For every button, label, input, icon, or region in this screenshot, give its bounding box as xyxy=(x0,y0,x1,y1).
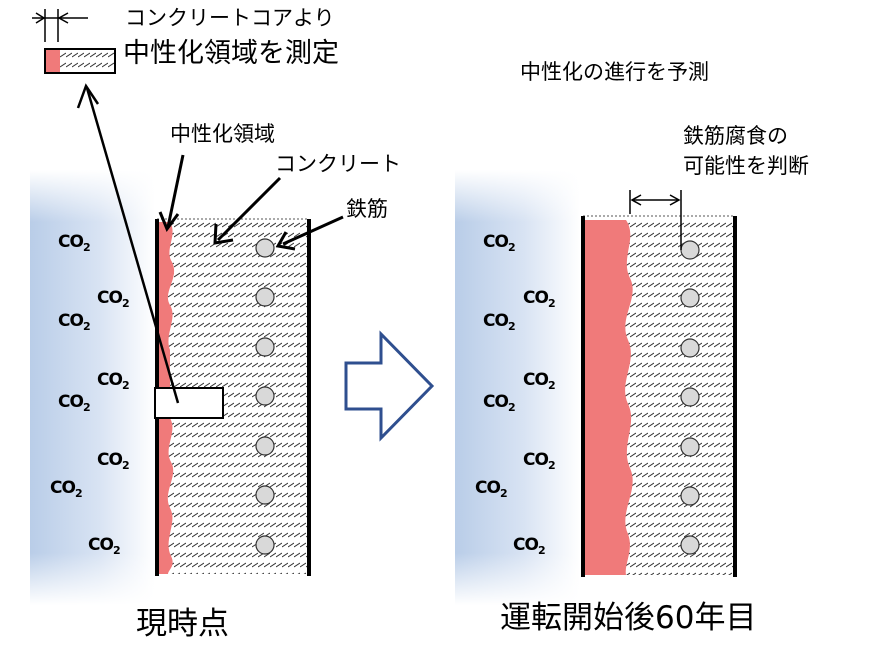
rebar-circle xyxy=(255,238,275,258)
after-60-years-caption: 運転開始後60年目 xyxy=(500,600,757,636)
core-measure-line1: コンクリートコアより xyxy=(125,6,335,30)
neutralized-zone-label: 中性化領域 xyxy=(170,122,275,146)
co2-label: CO2 xyxy=(475,478,508,500)
co2-label: CO2 xyxy=(523,370,556,392)
co2-label: CO2 xyxy=(97,370,130,392)
rebar-circle xyxy=(255,287,275,307)
co2-label: CO2 xyxy=(523,450,556,472)
co2-label: CO2 xyxy=(483,392,516,414)
rebar-circle xyxy=(680,338,700,358)
neutralized-zone-right xyxy=(583,220,633,575)
co2-label: CO2 xyxy=(58,392,91,414)
co2-label: CO2 xyxy=(58,311,91,333)
corrosion-label-line2: 可能性を判断 xyxy=(683,154,809,178)
co2-label: CO2 xyxy=(50,478,83,500)
rebar-circle xyxy=(255,485,275,505)
co2-label: CO2 xyxy=(97,288,130,310)
right-arrow-outline-icon xyxy=(344,330,435,442)
co2-label: CO2 xyxy=(58,232,91,254)
co2-label: CO2 xyxy=(523,288,556,310)
core-measure-line2: 中性化領域を測定 xyxy=(123,38,339,69)
co2-label: CO2 xyxy=(483,232,516,254)
co2-label: CO2 xyxy=(97,450,130,472)
rebar-circle xyxy=(680,535,700,555)
rebars-left xyxy=(255,238,275,555)
label-pointers-left xyxy=(158,154,344,251)
cover-depth-dimension xyxy=(629,190,682,250)
rebar-circle xyxy=(255,535,275,555)
co2-label: CO2 xyxy=(88,535,121,557)
rebar-circle xyxy=(255,436,275,456)
present-panel xyxy=(30,83,344,605)
co2-label: CO2 xyxy=(513,535,546,557)
corrosion-label-line1: 鉄筋腐食の xyxy=(683,124,788,148)
rebar-circle xyxy=(680,240,700,260)
rebar-circle xyxy=(255,337,275,357)
predict-label: 中性化の進行を予測 xyxy=(520,60,709,84)
neutralized-zone-left-lower xyxy=(157,418,174,574)
future-panel xyxy=(455,170,737,605)
rebar-circle xyxy=(680,486,700,506)
rebars-right xyxy=(680,240,700,555)
rebar-circle xyxy=(680,387,700,407)
core-sample-icon xyxy=(32,9,116,74)
core-extraction-arrow xyxy=(76,83,180,404)
present-caption: 現時点 xyxy=(136,606,229,642)
rebar-label: 鉄筋 xyxy=(346,197,388,221)
rebar-circle xyxy=(255,386,275,406)
co2-label: CO2 xyxy=(483,311,516,333)
core-sample-hole xyxy=(154,387,224,419)
rebar-circle xyxy=(680,437,700,457)
rebar-circle xyxy=(680,288,700,308)
concrete-label: コンクリート xyxy=(275,152,401,176)
